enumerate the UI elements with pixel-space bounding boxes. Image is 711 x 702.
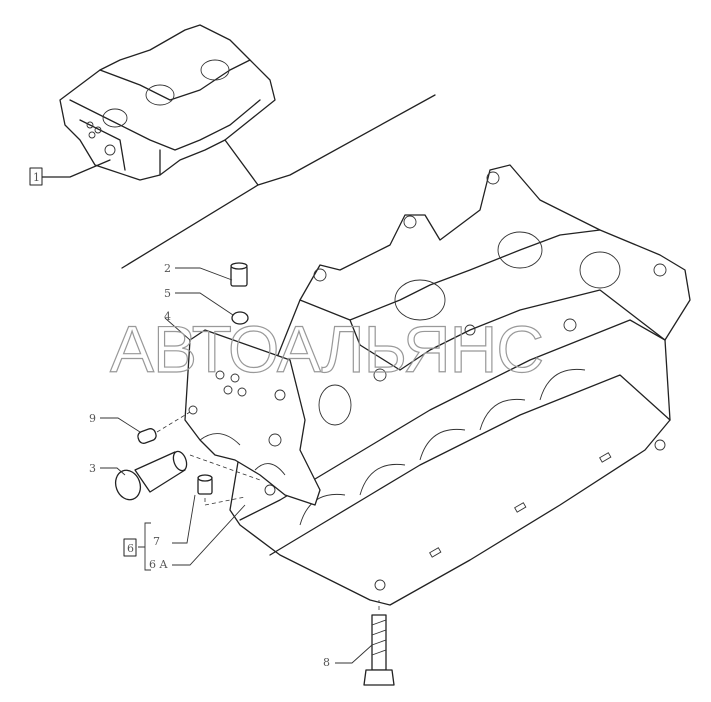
inset-crankcase-assembly [59,24,276,181]
leader-lines [100,267,373,664]
watermark: АВТОАЛЬЯНС [110,312,543,386]
callout-6: 6 [127,542,134,555]
callout-3: 3 [89,462,96,475]
part-5-ring [231,311,249,325]
leader-line-1 [39,159,111,178]
part-8-bolt [363,614,395,686]
main-crankcase [229,164,691,606]
callout-2: 2 [164,262,171,275]
callout-1: 1 [33,171,40,184]
part-9-pin [137,428,157,444]
reference-line [257,94,436,186]
callout-9: 9 [89,412,96,425]
callout-4: 4 [164,310,171,323]
part-7-bush [197,474,213,495]
callout-7: 7 [153,535,160,548]
part-2-dowel [230,262,248,287]
part-3-plug [114,450,188,501]
part-4-cover-plate [184,329,321,506]
callout-box-1 [29,167,43,186]
callout-8: 8 [323,656,330,669]
assembly-line-7 [204,496,246,506]
callout-5: 5 [164,287,171,300]
callout-6a: 6 A [149,558,168,571]
assembly-line-3 [189,454,261,481]
